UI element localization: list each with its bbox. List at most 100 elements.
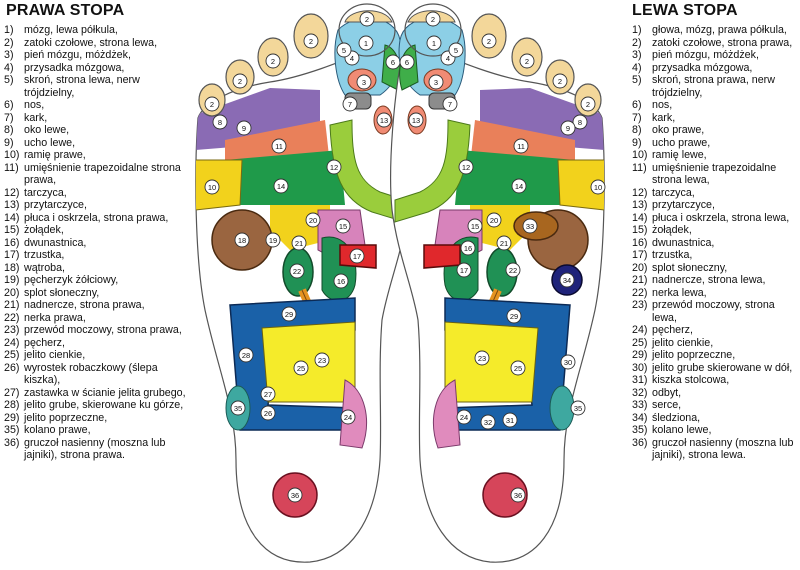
left-foot-legend-list: 1)głowa, mózg, prawa półkula,2)zatoki cz… (632, 24, 800, 462)
legend-item-text: żołądek, (24, 224, 64, 236)
legend-item-number: 25) (632, 336, 648, 349)
legend-item-number: 19) (4, 274, 20, 286)
zone-number-marker (559, 272, 575, 288)
zone-number-marker (496, 235, 512, 251)
legend-item-number: 10) (4, 149, 20, 161)
legend-item: 1)głowa, mózg, prawa półkula, (632, 24, 800, 37)
zone-number-label: 14 (515, 182, 523, 191)
zone-number-marker (212, 114, 228, 130)
legend-item: 11)umięśnienie trapezoidalne strona praw… (4, 162, 190, 187)
legend-item: 20)splot słoneczny, (632, 262, 800, 275)
legend-item: 18)wątroba, (4, 262, 190, 275)
shoulder-zone (557, 159, 605, 211)
zone-number-marker (442, 96, 458, 112)
legend-item-text: żołądek, (652, 224, 692, 236)
legend-item: 5) skroń, strona prawa, nerw trójdzielny, (632, 74, 800, 99)
zone-number-label: 31 (506, 416, 514, 425)
legend-item: 29)jelito poprzeczne, (4, 412, 190, 425)
zone-number-marker (291, 235, 307, 251)
zone-number-label: 4 (350, 54, 354, 63)
legend-item: 25) jelito cienkie, (632, 337, 800, 350)
zone-number-label: 17 (353, 252, 361, 261)
small-intestine-zone (444, 321, 539, 403)
zone-number-marker (502, 412, 518, 428)
zone-number-label: 28 (242, 351, 250, 360)
zone-number-marker (428, 74, 444, 90)
legend-item-text: nerka prawa, (24, 311, 86, 324)
legend-item: 14)płuca i oskrzela, strona prawa, (4, 212, 190, 225)
zone-number-marker (474, 350, 490, 366)
zone-number-marker (340, 409, 356, 425)
legend-item-text: przysadka mózgowa, (652, 61, 753, 74)
legend-item-text: skroń, strona prawa, nerw trójdzielny, (652, 74, 775, 99)
legend-item-number: 16) (632, 236, 648, 249)
zone-number-marker (560, 354, 576, 370)
zone-number-marker (552, 73, 568, 89)
zone-number-marker (425, 11, 441, 27)
legend-item-number: 6) (632, 99, 642, 111)
zone-number-marker (448, 42, 464, 58)
zone-number-label: 2 (238, 77, 242, 86)
legend-item-text: jelito grube skierowane w dół, (652, 361, 793, 374)
zone-number-marker (358, 35, 374, 51)
legend-item-text: pęcherz, (24, 336, 65, 349)
zone-number-label: 20 (490, 216, 498, 225)
zone-number-marker (519, 53, 535, 69)
zone-number-label: 18 (238, 236, 246, 245)
zone-number-label: 33 (526, 222, 534, 231)
legend-item-text: tarczyca, (652, 186, 695, 199)
zone-number-marker (513, 138, 529, 154)
legend-item-number: 36) (632, 436, 648, 449)
zone-number-label: 23 (478, 354, 486, 363)
legend-item-number: 3) (4, 49, 14, 61)
zone-number-marker (287, 487, 303, 503)
zone-number-marker (336, 42, 352, 58)
legend-item-text: wątroba, (24, 261, 65, 274)
bladder-zone (432, 379, 461, 449)
legend-item-number: 12) (4, 186, 20, 199)
legend-item-text: płuca i oskrzela, strona prawa, (24, 211, 169, 224)
legend-item: 16)dwunastnica, (632, 237, 800, 250)
legend-item-text: kolano lewe, (652, 424, 712, 436)
legend-item: 7)kark, (4, 112, 190, 125)
zone-number-label: 25 (514, 364, 522, 373)
legend-item-text: mózg, lewa półkula, (24, 24, 118, 36)
zone-number-marker (426, 35, 442, 51)
legend-item-number: 4) (4, 61, 14, 74)
legend-item: 33)serce, (632, 399, 800, 412)
legend-item: 3) pień mózgu, móżdżek, (4, 49, 190, 62)
zone-number-marker (234, 232, 250, 248)
zone-number-marker (480, 414, 496, 430)
legend-item-number: 8) (632, 124, 642, 136)
legend-item-text: przytarczyce, (652, 199, 715, 211)
legend-item: 14)płuca i oskrzela, strona lewa, (632, 212, 800, 225)
zone-number-label: 2 (365, 15, 369, 24)
legend-item-number: 5) (632, 74, 642, 86)
zone-number-marker (349, 248, 365, 264)
legend-item: 24)pęcherz, (632, 324, 800, 337)
zone-number-label: 29 (510, 312, 518, 321)
legend-item-number: 1) (632, 24, 642, 36)
zone-number-marker (265, 53, 281, 69)
legend-item-number: 22) (632, 286, 648, 299)
legend-item: 8)oko lewe, (4, 124, 190, 137)
zone-number-label: 1 (364, 39, 368, 48)
zone-number-label: 9 (566, 124, 570, 133)
zone-number-label: 34 (563, 276, 571, 285)
legend-item-number: 9) (632, 136, 642, 149)
legend-item: 22)nerka lewa, (632, 287, 800, 300)
legend-item-text: jelito cienkie, (652, 336, 714, 349)
zone-number-marker (510, 487, 526, 503)
legend-item-text: pień mózgu, móżdżek, (24, 49, 131, 61)
lungs-zone (455, 150, 575, 205)
legend-item-number: 25) (4, 349, 20, 361)
legend-item-text: jelito poprzeczne, (652, 349, 736, 361)
legend-item-number: 35) (632, 424, 648, 436)
legend-item-number: 6) (4, 99, 14, 111)
zone-number-marker (326, 159, 342, 175)
legend-item: 20)splot słoneczny, (4, 287, 190, 300)
lungs-zone (225, 150, 345, 205)
legend-item: 19)pęcherzyk żółciowy, (4, 274, 190, 287)
zone-number-label: 8 (218, 118, 222, 127)
